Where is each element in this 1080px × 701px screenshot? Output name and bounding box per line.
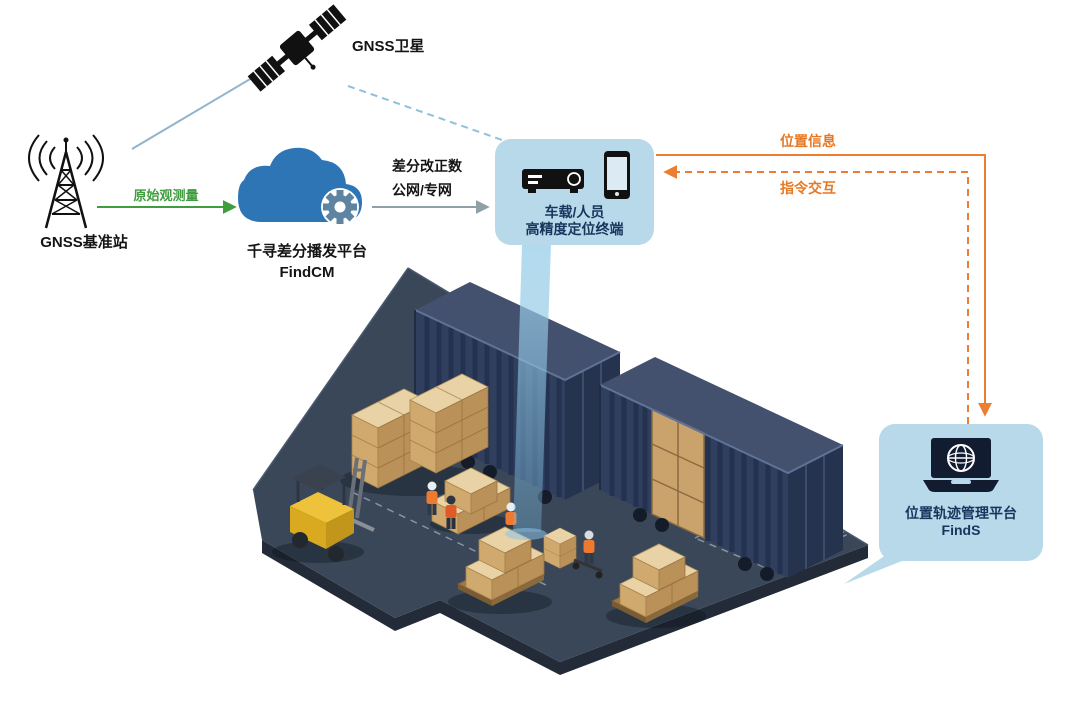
cloud-icon xyxy=(238,147,362,226)
terminal-node: 车载/人员 高精度定位终端 xyxy=(495,139,654,245)
terminal-icons xyxy=(520,149,630,199)
signal-waves-icon xyxy=(28,134,104,182)
satellite-label: GNSS卫星 xyxy=(352,38,425,55)
finds-icons xyxy=(921,438,1001,498)
management-platform-node: 位置轨迹管理平台 FindS xyxy=(879,424,1043,561)
laptop-globe-icon xyxy=(923,438,999,492)
management-platform-product: FindS xyxy=(941,522,981,538)
link-satellite-base-station xyxy=(131,71,263,150)
link-satellite-terminal xyxy=(347,85,506,142)
correction-label-line1: 差分改正数 xyxy=(392,158,462,174)
terminal-label-line1: 车载/人员 xyxy=(544,204,605,220)
container-2-wheels xyxy=(633,508,774,581)
position-info-label: 位置信息 xyxy=(780,133,836,149)
base-station-icon xyxy=(28,134,104,229)
correction-label-line2: 公网/专网 xyxy=(392,182,452,198)
pallet-bottom-center xyxy=(456,526,546,606)
pallet-jack-icon xyxy=(543,527,603,579)
command-interaction-label: 指令交互 xyxy=(780,180,836,196)
forklift-icon xyxy=(290,457,375,562)
satellite-icon xyxy=(247,4,347,92)
arrow-position-info xyxy=(656,154,992,417)
worker-figure xyxy=(445,495,457,529)
cloud-platform-product: FindCM xyxy=(279,264,335,281)
worker-figure xyxy=(583,530,595,564)
arrow-command-interaction xyxy=(663,165,969,424)
warehouse-illustration xyxy=(252,267,869,675)
gear-icon xyxy=(321,188,359,226)
pallet-bottom-right xyxy=(610,543,700,623)
container-2 xyxy=(599,357,844,581)
phone-icon xyxy=(603,151,630,199)
base-station-label: GNSS基准站 xyxy=(40,234,128,251)
positioning-beam xyxy=(505,244,551,540)
terminal-label-line2: 高精度定位终端 xyxy=(525,221,624,237)
worker-figure xyxy=(426,481,438,515)
management-platform-name: 位置轨迹管理平台 xyxy=(905,505,1017,521)
cloud-platform-name: 千寻差分播发平台 xyxy=(246,243,367,260)
receiver-icon xyxy=(521,169,584,193)
raw-observation-label: 原始观测量 xyxy=(133,188,199,203)
